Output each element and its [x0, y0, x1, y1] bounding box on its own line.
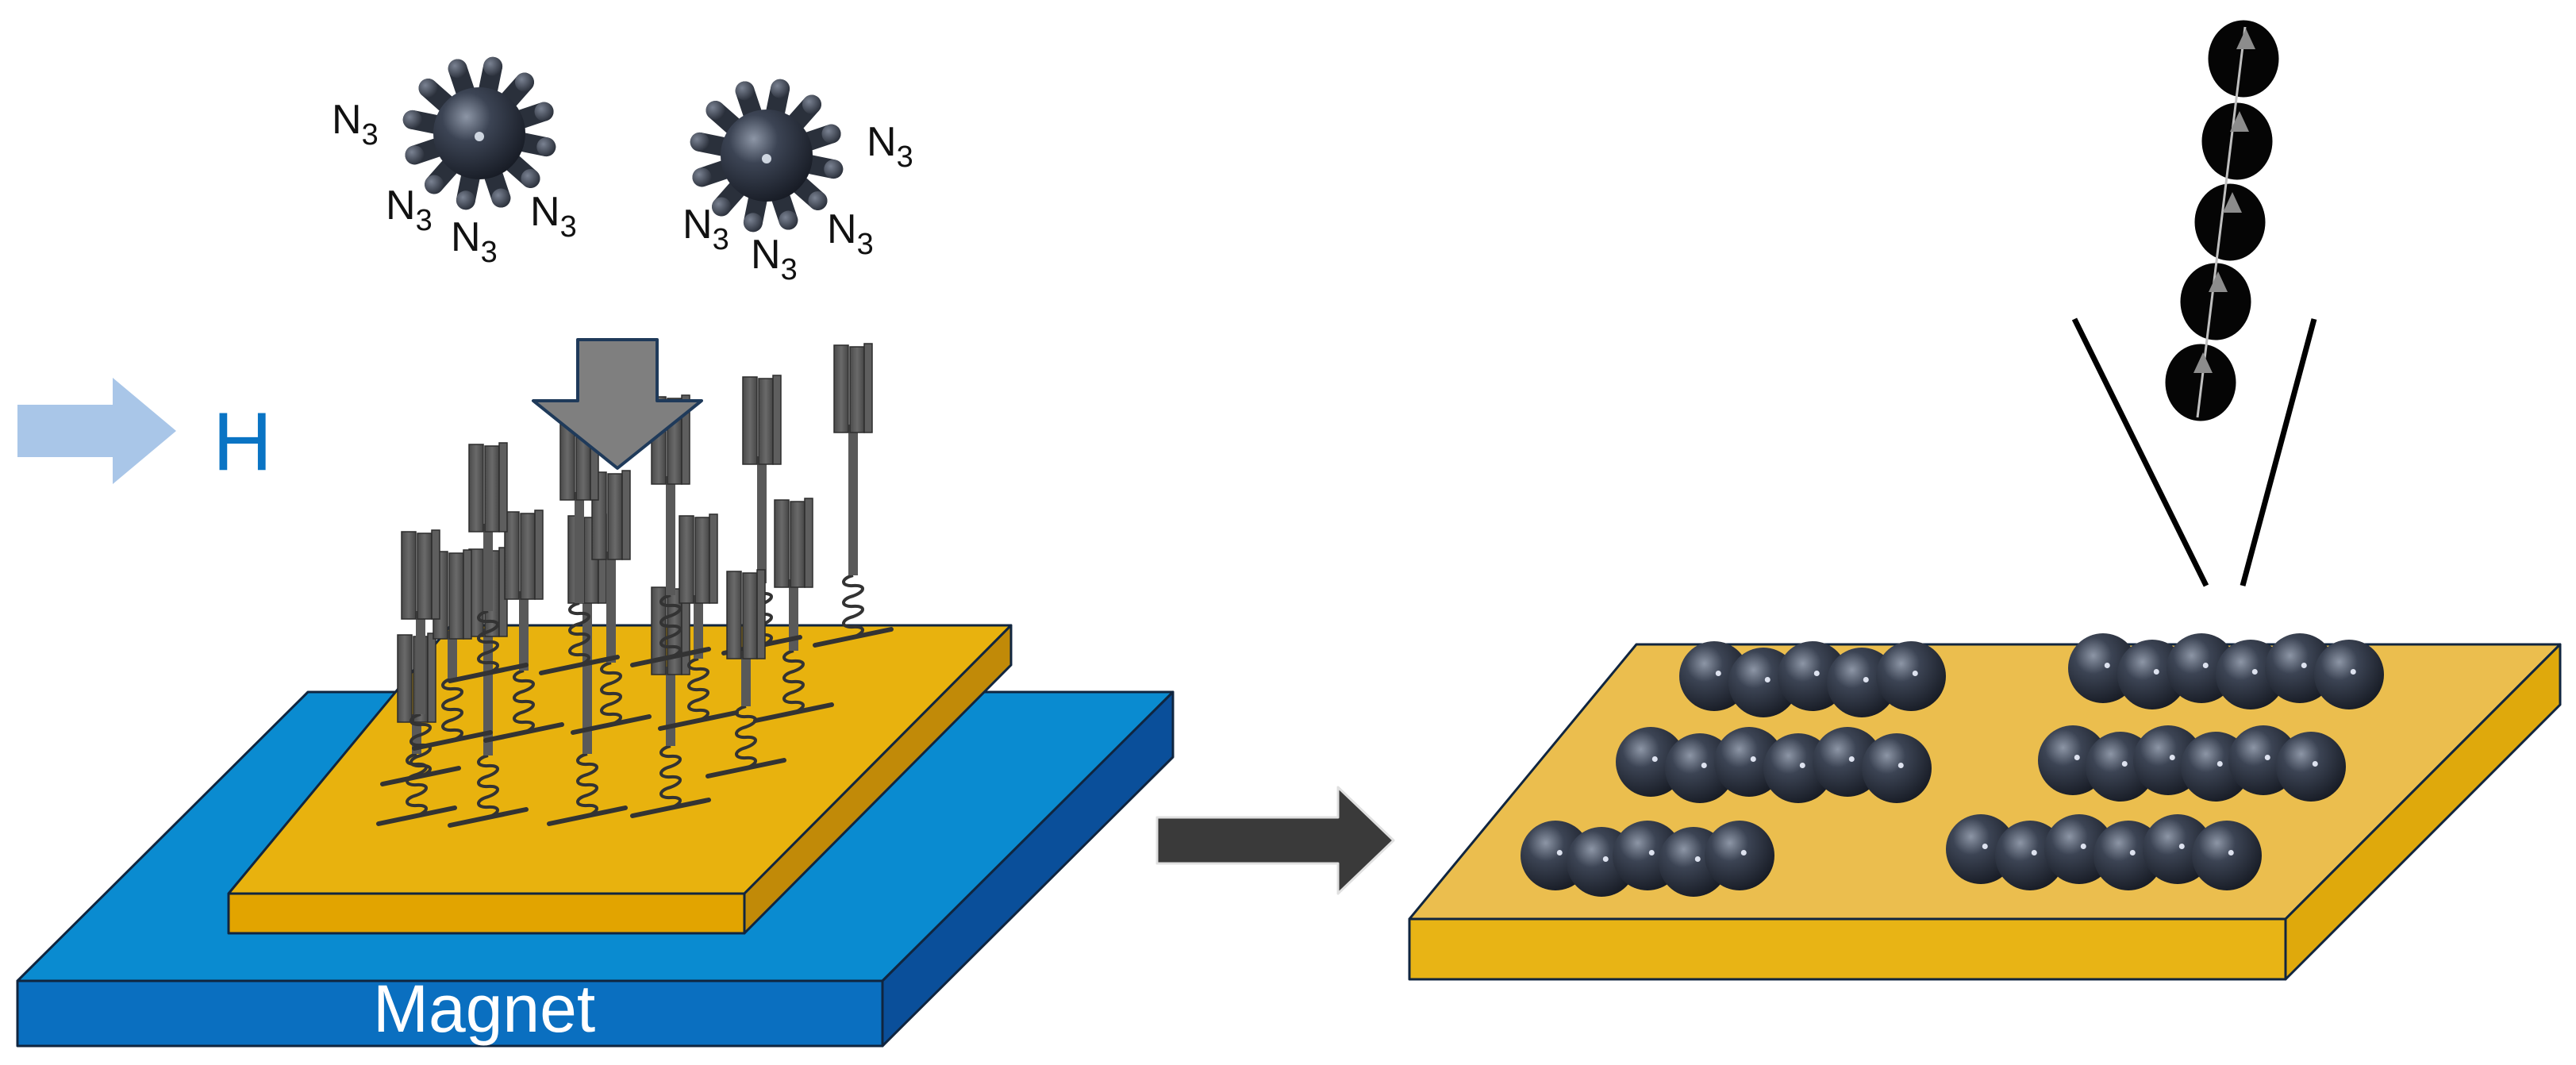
particle-chain — [2068, 633, 2384, 709]
azide-label: N3 — [682, 202, 729, 256]
surface-ligand — [813, 343, 894, 648]
chain-bead — [2192, 181, 2268, 263]
surface-ligand — [448, 442, 529, 683]
particle-chain — [2038, 725, 2346, 802]
surface-ligand — [721, 375, 802, 656]
down-arrow-icon — [532, 338, 703, 470]
azide-label: N3 — [386, 183, 433, 237]
magnetic-moment-arrow-icon — [2193, 352, 2213, 373]
magnetic-moment-arrow-icon — [2230, 111, 2249, 132]
azide-label: N3 — [332, 97, 379, 152]
gold-substrate-right — [1408, 643, 2562, 981]
nanoparticle-bead — [1876, 641, 1946, 711]
nanoparticle-bead — [1862, 733, 1932, 803]
magnet-label: Magnet — [373, 971, 595, 1046]
nanoparticle-bead — [2314, 640, 2384, 709]
particle-chain — [1679, 641, 1946, 717]
assembled-chains — [1521, 633, 2384, 897]
magnetic-moment-arrow-icon — [2236, 29, 2255, 49]
particle-chain — [1946, 814, 2262, 890]
magnetic-moment-arrow-icon — [2209, 271, 2228, 292]
chain-bead — [2205, 17, 2282, 100]
surface-ligand — [753, 498, 834, 723]
process-arrow-icon — [1155, 786, 1395, 895]
magnetic-moment-arrow-icon — [2223, 192, 2242, 213]
field-arrow-icon — [17, 378, 176, 484]
nanoparticle-bead — [2276, 732, 2346, 802]
zoom-lines — [2071, 317, 2317, 587]
azide-label: N3 — [867, 119, 913, 174]
field-label: H — [213, 396, 272, 488]
chain-bead — [2199, 100, 2275, 183]
azide-label: N3 — [827, 206, 874, 261]
zoomed-chain — [2163, 17, 2282, 424]
nanoparticle-bead — [1705, 821, 1774, 890]
azide-label: N3 — [451, 214, 498, 269]
azide-label: N3 — [751, 232, 798, 286]
surface-ligand — [658, 513, 739, 731]
surface-ligand — [380, 529, 461, 786]
azide-label: N3 — [530, 189, 577, 244]
particle-chain — [1616, 727, 1932, 803]
surface-ligand — [706, 569, 786, 779]
nanoparticle-bead — [2192, 821, 2262, 890]
particle-chain — [1521, 821, 1774, 897]
surface-ligand — [483, 509, 564, 743]
